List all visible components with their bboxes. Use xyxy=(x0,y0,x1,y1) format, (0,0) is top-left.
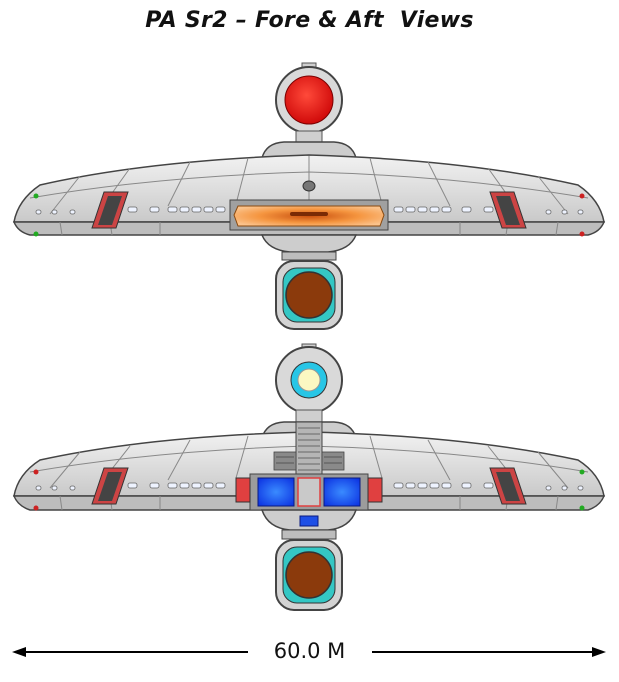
arrow-left-icon xyxy=(12,647,26,657)
warp-nacelle-aft xyxy=(275,529,343,611)
deflector-dish xyxy=(275,62,343,146)
scale-bar xyxy=(12,647,606,657)
arrow-right-icon xyxy=(592,647,606,657)
warp-nacelle-fore xyxy=(275,251,343,330)
diagram-title: PA Sr2 – Fore & Aft Views xyxy=(145,8,474,33)
impulse-engine xyxy=(229,199,389,231)
fore-view xyxy=(12,62,606,330)
rcs-thruster-right xyxy=(489,191,527,229)
scale-label: 60.0 M xyxy=(273,639,346,663)
aft-view xyxy=(12,343,606,611)
bussard-collector xyxy=(275,343,343,423)
rcs-thruster-left xyxy=(91,191,129,229)
shuttle-bay-doors xyxy=(235,473,383,511)
